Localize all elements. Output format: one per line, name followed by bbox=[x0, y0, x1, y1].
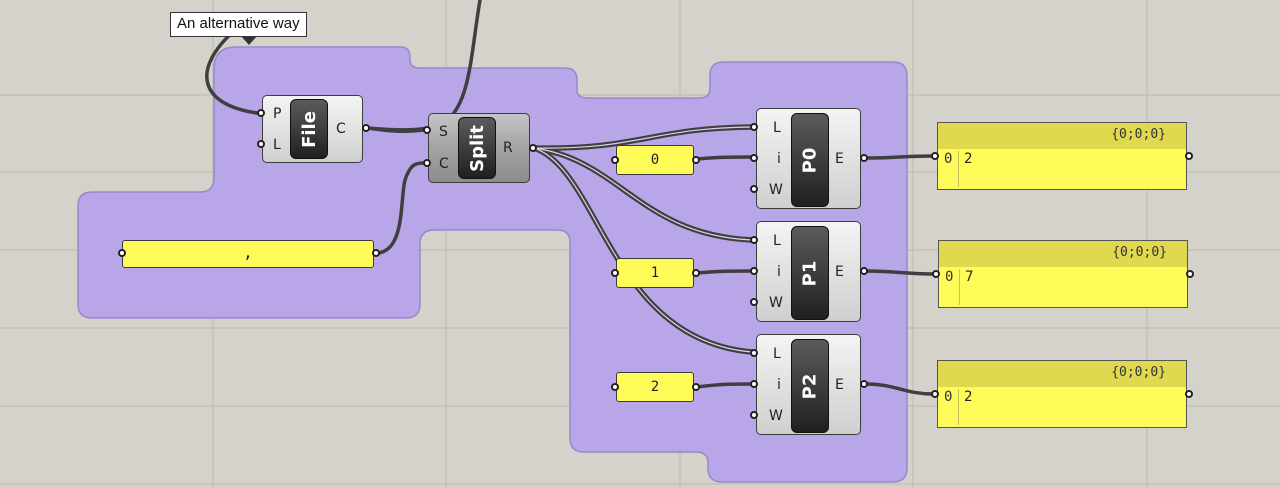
p1-output-e-grip[interactable] bbox=[860, 267, 868, 275]
panel-index: 0 bbox=[944, 151, 953, 167]
input-w: W bbox=[769, 295, 783, 311]
p0-output-e-grip[interactable] bbox=[860, 154, 868, 162]
panel-1-output-grip[interactable] bbox=[1186, 270, 1194, 278]
panel-path: {0;0;0} bbox=[1111, 365, 1166, 380]
index-slider-2[interactable]: 2 bbox=[616, 372, 694, 402]
input-l: L bbox=[273, 137, 281, 153]
p0-nickname: P0 bbox=[791, 113, 829, 207]
panel-separator bbox=[958, 151, 959, 187]
input-c: C bbox=[439, 156, 449, 172]
panel-separator bbox=[959, 269, 960, 305]
list-item-p1[interactable]: L i W P1 E bbox=[756, 221, 861, 322]
slider-1-grip[interactable] bbox=[611, 269, 619, 277]
panel-row: 0 7 bbox=[939, 269, 1187, 305]
p0-input-l-grip[interactable] bbox=[750, 123, 758, 131]
split-input-s-grip[interactable] bbox=[423, 126, 431, 134]
panel-index: 0 bbox=[945, 269, 954, 285]
p0-input-i-grip[interactable] bbox=[750, 154, 758, 162]
panel-0-input-grip[interactable] bbox=[931, 152, 939, 160]
panel-value: 2 bbox=[964, 151, 973, 167]
p1-input-w-grip[interactable] bbox=[750, 298, 758, 306]
output-panel-0[interactable]: {0;0;0} 0 2 bbox=[937, 122, 1187, 190]
input-l: L bbox=[773, 233, 781, 249]
input-w: W bbox=[769, 182, 783, 198]
slider-2-grip[interactable] bbox=[611, 383, 619, 391]
p1-input-l-grip[interactable] bbox=[750, 236, 758, 244]
output-e: E bbox=[835, 264, 844, 280]
output-e: E bbox=[835, 377, 844, 393]
split-output-r-grip[interactable] bbox=[529, 144, 537, 152]
file-input-p-grip[interactable] bbox=[257, 109, 265, 117]
slider-1-output-grip[interactable] bbox=[692, 269, 700, 277]
panel-path: {0;0;0} bbox=[1111, 127, 1166, 142]
tooltip: An alternative way bbox=[170, 12, 307, 45]
slider-0-grip[interactable] bbox=[611, 156, 619, 164]
delimiter-panel[interactable]: , bbox=[122, 240, 374, 268]
input-l: L bbox=[773, 346, 781, 362]
delimiter-input-grip[interactable] bbox=[118, 249, 126, 257]
p2-input-i-grip[interactable] bbox=[750, 380, 758, 388]
slider-2-output-grip[interactable] bbox=[692, 383, 700, 391]
split-nickname: Split bbox=[458, 117, 496, 179]
list-item-p2[interactable]: L i W P2 E bbox=[756, 334, 861, 435]
file-output-c-grip[interactable] bbox=[362, 124, 370, 132]
output-r: R bbox=[503, 140, 513, 156]
panel-2-input-grip[interactable] bbox=[931, 390, 939, 398]
panel-value: 7 bbox=[965, 269, 974, 285]
file-input-l-grip[interactable] bbox=[257, 140, 265, 148]
output-c: C bbox=[336, 121, 346, 137]
split-component[interactable]: S C Split R bbox=[428, 113, 530, 183]
panel-1-input-grip[interactable] bbox=[932, 270, 940, 278]
input-i: i bbox=[777, 264, 781, 280]
output-panel-2[interactable]: {0;0;0} 0 2 bbox=[937, 360, 1187, 428]
output-panel-1[interactable]: {0;0;0} 0 7 bbox=[938, 240, 1188, 308]
file-component[interactable]: P L File C bbox=[262, 95, 363, 163]
panel-separator bbox=[958, 389, 959, 425]
input-i: i bbox=[777, 377, 781, 393]
p2-nickname: P2 bbox=[791, 339, 829, 433]
panel-path: {0;0;0} bbox=[1112, 245, 1167, 260]
list-item-p0[interactable]: L i W P0 E bbox=[756, 108, 861, 209]
input-p: P bbox=[273, 106, 282, 122]
split-input-c-grip[interactable] bbox=[423, 159, 431, 167]
slider-0-output-grip[interactable] bbox=[692, 156, 700, 164]
index-slider-1[interactable]: 1 bbox=[616, 258, 694, 288]
panel-header: {0;0;0} bbox=[938, 123, 1186, 149]
panel-row: 0 2 bbox=[938, 389, 1186, 425]
panel-header: {0;0;0} bbox=[938, 361, 1186, 387]
p1-nickname: P1 bbox=[791, 226, 829, 320]
p2-input-w-grip[interactable] bbox=[750, 411, 758, 419]
panel-index: 0 bbox=[944, 389, 953, 405]
p1-input-i-grip[interactable] bbox=[750, 267, 758, 275]
p2-output-e-grip[interactable] bbox=[860, 380, 868, 388]
input-s: S bbox=[439, 124, 448, 140]
panel-value: 2 bbox=[964, 389, 973, 405]
output-e: E bbox=[835, 151, 844, 167]
input-w: W bbox=[769, 408, 783, 424]
panel-row: 0 2 bbox=[938, 151, 1186, 187]
file-nickname: File bbox=[290, 99, 328, 159]
panel-header: {0;0;0} bbox=[939, 241, 1187, 267]
index-slider-0[interactable]: 0 bbox=[616, 145, 694, 175]
panel-0-output-grip[interactable] bbox=[1185, 152, 1193, 160]
p2-input-l-grip[interactable] bbox=[750, 349, 758, 357]
panel-2-output-grip[interactable] bbox=[1185, 390, 1193, 398]
p0-input-w-grip[interactable] bbox=[750, 185, 758, 193]
input-i: i bbox=[777, 151, 781, 167]
input-l: L bbox=[773, 120, 781, 136]
delimiter-output-grip[interactable] bbox=[372, 249, 380, 257]
